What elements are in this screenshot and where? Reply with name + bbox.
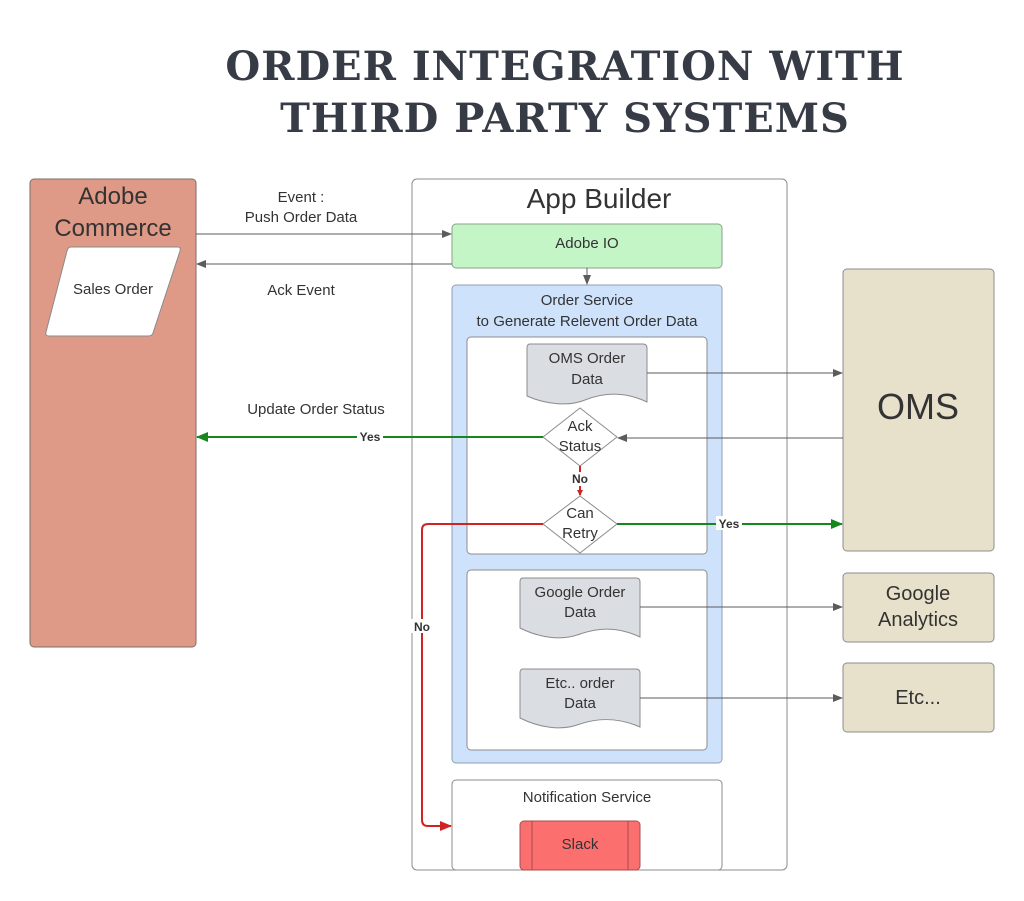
order-service-label-line2: to Generate Relevent Order Data	[477, 313, 699, 330]
etc-order-data-label-line1: Etc.. order	[545, 675, 614, 692]
etc-order-data-node: Etc.. order Data	[519, 668, 641, 729]
oms-label: OMS	[877, 386, 959, 427]
retry-no-label-bg	[411, 619, 433, 633]
google-order-data-label-line2: Data	[564, 604, 596, 621]
oms-order-data-label-line2: Data	[571, 371, 603, 388]
sales-order-label: Sales Order	[73, 281, 153, 298]
retry-yes-label: Yes	[719, 517, 740, 531]
google-analytics-label-line2: Analytics	[878, 609, 958, 631]
ack-event-label: Ack Event	[267, 282, 335, 299]
google-order-data-node: Google Order Data	[519, 577, 641, 639]
retry-no-label: No	[414, 620, 430, 634]
slack-box	[519, 820, 641, 871]
oms-order-data-document	[526, 343, 648, 405]
push-event-label-line1: Event :	[278, 189, 325, 206]
can-retry-decision: Can Retry	[542, 495, 618, 554]
etc-system-box	[842, 662, 995, 733]
google-order-data-document	[519, 577, 641, 639]
oms-node: OMS	[842, 268, 995, 552]
google-order-data-label-line1: Google Order	[535, 584, 626, 601]
retry-no-arrow	[421, 523, 543, 831]
ack-status-label-line1: Ack	[567, 418, 593, 435]
etc-order-data-document	[519, 668, 641, 729]
google-analytics-box	[842, 572, 995, 643]
ack-no-label-bg	[569, 472, 591, 486]
notification-service-label: Notification Service	[523, 789, 651, 806]
order-service-label-line1: Order Service	[541, 292, 634, 309]
notification-service-node: Notification Service Slack	[451, 779, 723, 871]
update-order-status-label: Update Order Status	[247, 401, 385, 418]
oms-order-data-node: OMS Order Data	[526, 343, 648, 405]
google-analytics-label-line1: Google	[886, 583, 951, 605]
adobe-commerce-label-line1: Adobe	[78, 183, 147, 210]
can-retry-diamond	[542, 495, 618, 554]
oms-box	[842, 268, 995, 552]
ack-status-label-line2: Status	[559, 438, 602, 455]
slack-label: Slack	[562, 836, 599, 853]
adobe-commerce-node: Adobe Commerce Sales Order	[29, 178, 197, 648]
adobe-commerce-label-line2: Commerce	[54, 215, 171, 242]
diagram-title-line1: ORDER INTEGRATION WITH	[225, 43, 904, 90]
etc-order-data-label-line2: Data	[564, 695, 596, 712]
ack-no-label: No	[572, 472, 588, 486]
google-analytics-node: Google Analytics	[842, 572, 995, 643]
oms-order-data-label-line1: OMS Order	[549, 350, 626, 367]
etc-system-node: Etc...	[842, 662, 995, 733]
retry-yes-label-bg	[716, 516, 742, 530]
etc-system-label: Etc...	[895, 687, 941, 709]
ack-yes-label: Yes	[360, 430, 381, 444]
can-retry-label-line1: Can	[566, 505, 594, 522]
diagram-title-line2: THIRD PARTY SYSTEMS	[280, 95, 850, 142]
sales-order-shape	[45, 246, 181, 337]
adobe-io-label: Adobe IO	[555, 235, 618, 252]
ack-yes-label-bg	[357, 429, 383, 443]
can-retry-label-line2: Retry	[562, 525, 598, 542]
adobe-io-node: Adobe IO	[451, 223, 723, 269]
push-event-label-line2: Push Order Data	[245, 209, 358, 226]
app-builder-label: App Builder	[527, 183, 672, 214]
